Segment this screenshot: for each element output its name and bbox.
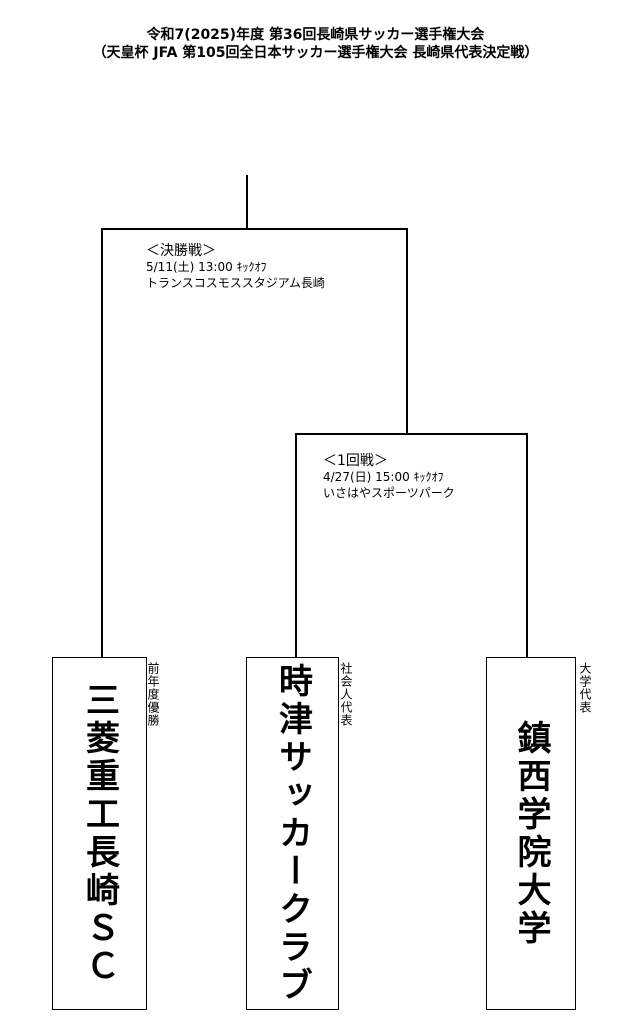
final-bracket-top [101,228,408,230]
final-venue: トランスコスモススタジアム長崎 [146,276,325,290]
team-note: 大学代表 [578,662,592,714]
team-name: 鎮西学院大学 [511,719,551,948]
final-bracket-right [406,228,408,434]
round1-heading: ＜1回戦＞ [323,453,388,469]
team-note: 前年度優勝 [146,662,160,727]
round1-datetime: 4/27(日) 15:00 ｷｯｸｵﾌ [323,470,444,484]
team-note: 社会人代表 [339,662,353,727]
round1-bracket-left [295,433,297,657]
team-box-mitsubishi: 三菱重工長崎ＳＣ [52,657,147,1010]
title-line-1: 令和7(2025)年度 第36回長崎県サッカー選手権大会 [146,27,485,43]
round1-bracket-right [526,433,528,657]
round1-match-info: ＜1回戦＞ 4/27(日) 15:00 ｷｯｸｵﾌ いさはやスポーツパーク [323,453,455,501]
title-line-2: （天皇杯 JFA 第105回全日本サッカー選手権大会 長崎県代表決定戦） [92,45,539,61]
round1-venue: いさはやスポーツパーク [323,486,455,500]
final-datetime: 5/11(土) 13:00 ｷｯｸｵﾌ [146,260,267,274]
round1-bracket-top [295,433,528,435]
final-match-info: ＜決勝戦＞ 5/11(土) 13:00 ｷｯｸｵﾌ トランスコスモススタジアム長… [146,243,325,291]
champion-line [246,175,248,229]
team-name: 時津サッカークラブ [272,662,313,1005]
final-bracket-left [101,228,103,657]
team-box-chinzei: 鎮西学院大学 [486,657,576,1010]
team-name: 三菱重工長崎ＳＣ [79,681,120,986]
team-box-togitsu: 時津サッカークラブ [246,657,339,1010]
final-heading: ＜決勝戦＞ [146,243,216,259]
